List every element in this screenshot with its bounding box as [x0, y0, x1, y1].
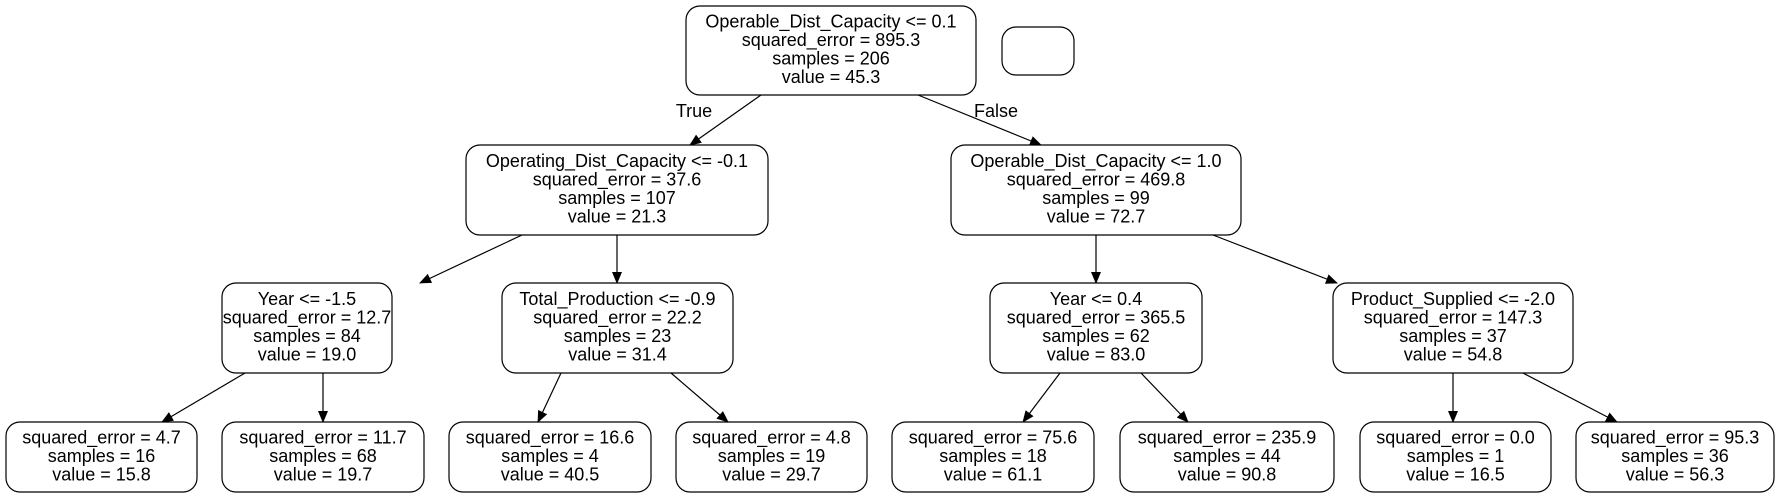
edge-arrow [689, 94, 762, 146]
node-box [221, 421, 425, 493]
node-line: value = 21.3 [568, 207, 667, 227]
node-line: samples = 1 [1407, 446, 1505, 466]
node-line: samples = 206 [772, 49, 890, 69]
node-box [1119, 421, 1335, 493]
node-line: squared_error = 12.7 [223, 308, 392, 329]
node-line: squared_error = 469.8 [1007, 170, 1186, 191]
node-line: samples = 23 [564, 326, 672, 346]
node-line: samples = 16 [48, 446, 156, 466]
node-line: samples = 18 [939, 446, 1047, 466]
node-line: Operable_Dist_Capacity <= 0.1 [705, 12, 956, 33]
node-line: squared_error = 0.0 [1376, 427, 1535, 448]
node-box [501, 282, 734, 374]
node-line: value = 16.5 [1406, 464, 1505, 484]
node-line: value = 40.5 [501, 464, 600, 484]
split-node: Operable_Dist_Capacity <= 0.1squared_err… [685, 5, 977, 96]
node-box [1332, 282, 1574, 374]
node-line: value = 31.4 [568, 345, 667, 365]
edge-arrow [670, 372, 729, 423]
node-line: samples = 37 [1399, 326, 1507, 346]
node-line: value = 61.1 [944, 464, 1043, 484]
node-line: Product_Supplied <= -2.0 [1351, 289, 1555, 310]
node-line: samples = 36 [1621, 446, 1729, 466]
node-line: Year <= 0.4 [1050, 289, 1142, 309]
node-line: squared_error = 11.7 [239, 427, 406, 448]
node-line: value = 56.3 [1626, 464, 1725, 484]
node-line: Operating_Dist_Capacity <= -0.1 [486, 151, 748, 172]
node-line: value = 19.7 [274, 464, 373, 484]
node-line: value = 15.8 [52, 464, 151, 484]
node-box [448, 421, 652, 493]
node-line: samples = 62 [1042, 326, 1150, 346]
node-line: squared_error = 365.5 [1007, 308, 1186, 329]
node-box [221, 282, 393, 374]
node-line: value = 29.7 [722, 464, 821, 484]
node-line: squared_error = 75.6 [909, 427, 1078, 448]
node-box [465, 144, 769, 236]
node-line: value = 72.7 [1047, 207, 1146, 227]
node-line: samples = 107 [558, 188, 676, 208]
node-line: Operable_Dist_Capacity <= 1.0 [970, 151, 1221, 172]
node-box [1001, 26, 1075, 76]
edge-arrow [419, 234, 523, 284]
edge-arrow [1022, 372, 1061, 423]
node-line: samples = 4 [501, 446, 599, 466]
legend-box [1001, 26, 1075, 76]
edge-arrow [1522, 372, 1618, 423]
node-line: value = 90.8 [1178, 464, 1277, 484]
node-line: squared_error = 22.2 [533, 308, 702, 329]
node-box [1359, 421, 1552, 493]
node-line: squared_error = 16.6 [466, 427, 635, 448]
node-line: samples = 19 [718, 446, 826, 466]
edge-arrow [1212, 234, 1338, 284]
node-line: value = 83.0 [1047, 345, 1146, 365]
node-line: samples = 68 [269, 446, 377, 466]
node-box [5, 421, 198, 493]
node-box [950, 144, 1242, 236]
node-line: squared_error = 37.6 [533, 170, 702, 191]
node-line: samples = 99 [1042, 188, 1150, 208]
split-node: Operable_Dist_Capacity <= 1.0squared_err… [950, 144, 1242, 236]
node-line: Year <= -1.5 [258, 289, 356, 309]
edge-arrow [1140, 372, 1189, 423]
node-line: samples = 44 [1173, 446, 1281, 466]
node-line: squared_error = 235.9 [1138, 427, 1317, 448]
node-box [891, 421, 1095, 493]
node-line: samples = 84 [253, 326, 361, 346]
edge-arrow [161, 372, 246, 423]
node-line: Total_Production <= -0.9 [519, 289, 715, 310]
node-line: value = 45.3 [782, 67, 881, 87]
edge-arrow [537, 372, 562, 423]
node-line: squared_error = 95.3 [1591, 427, 1760, 448]
edge-arrow [917, 94, 1042, 146]
node-line: squared_error = 4.8 [692, 427, 851, 448]
node-line: squared_error = 895.3 [742, 30, 921, 51]
node-box [1575, 421, 1775, 493]
node-box [989, 282, 1203, 374]
node-box [685, 5, 977, 96]
node-line: squared_error = 147.3 [1364, 308, 1543, 329]
split-node: Operating_Dist_Capacity <= -0.1squared_e… [465, 144, 769, 236]
edge-label-false: False [974, 101, 1018, 121]
node-box [675, 421, 868, 493]
edge-label-true: True [676, 101, 712, 121]
node-line: value = 19.0 [258, 345, 357, 365]
node-line: value = 54.8 [1404, 345, 1503, 365]
node-line: squared_error = 4.7 [22, 427, 181, 448]
